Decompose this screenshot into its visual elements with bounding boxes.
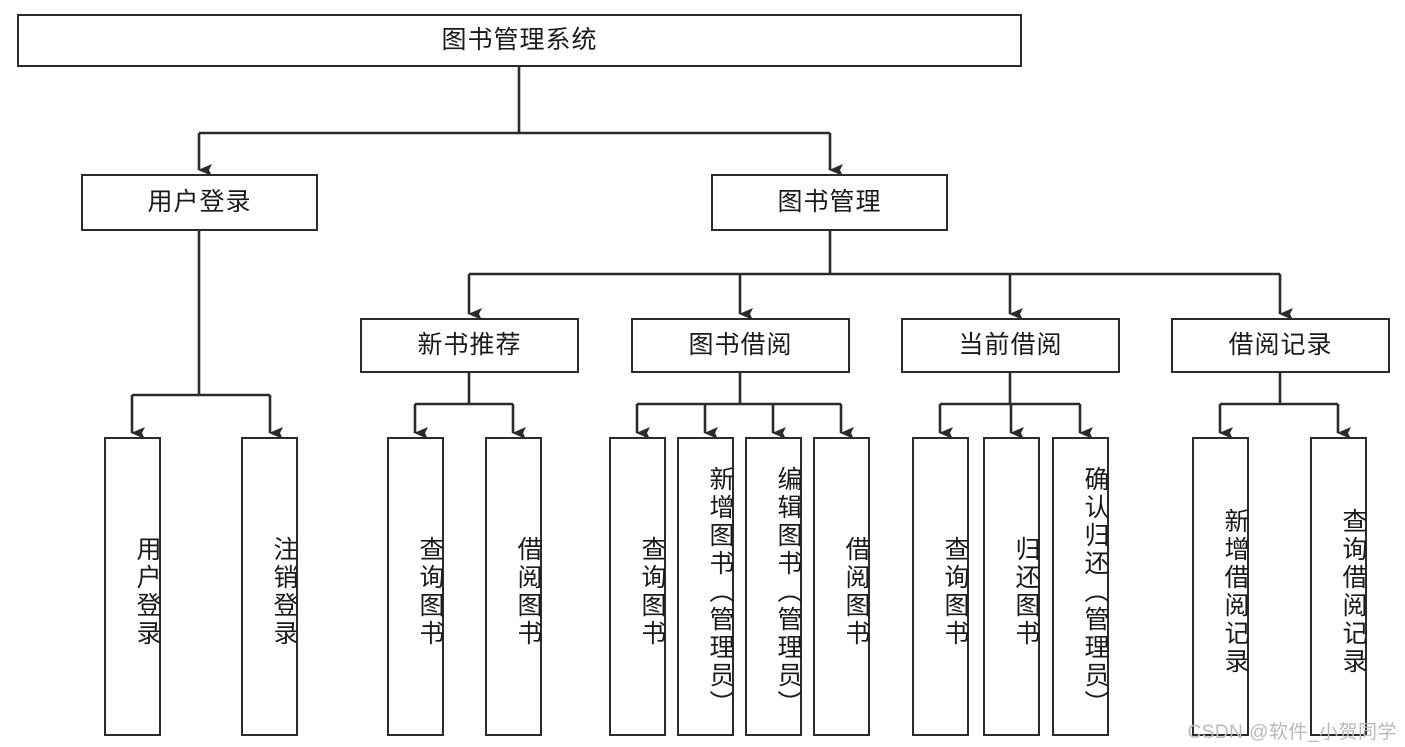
leaf-return-book[interactable]: 归还图书	[983, 437, 1040, 736]
node-borrow-record[interactable]: 借阅记录	[1171, 318, 1390, 373]
leaf-query-book-current[interactable]: 查询图书	[912, 437, 969, 736]
node-root[interactable]: 图书管理系统	[17, 14, 1022, 67]
leaf-query-book-rec-label: 查询图书	[416, 535, 444, 648]
watermark: CSDN @软件_小贺同学	[1187, 722, 1397, 743]
leaf-add-book-admin-label: 新增图书（管理员）	[706, 465, 734, 718]
leaf-user-login[interactable]: 用户登录	[104, 437, 161, 736]
node-root-label: 图书管理系统	[441, 25, 598, 54]
node-book-borrow[interactable]: 图书借阅	[631, 318, 850, 373]
node-current-borrow-label: 当前借阅	[958, 330, 1063, 359]
leaf-user-login-label: 用户登录	[133, 535, 161, 648]
leaf-query-book-current-label: 查询图书	[941, 535, 969, 648]
leaf-borrow-book-rec-label: 借阅图书	[514, 535, 542, 648]
leaf-query-borrow-record[interactable]: 查询借阅记录	[1310, 437, 1367, 736]
node-borrow-record-label: 借阅记录	[1228, 330, 1333, 359]
leaf-query-book-rec[interactable]: 查询图书	[387, 437, 444, 736]
node-user-login[interactable]: 用户登录	[81, 174, 318, 231]
node-book-borrow-label: 图书借阅	[688, 330, 793, 359]
leaf-confirm-return-admin-label: 确认归还（管理员）	[1081, 465, 1109, 718]
leaf-add-borrow-record-label: 新增借阅记录	[1221, 507, 1249, 676]
leaf-borrow-book-rec[interactable]: 借阅图书	[485, 437, 542, 736]
node-current-borrow[interactable]: 当前借阅	[901, 318, 1120, 373]
node-new-book-recommend-label: 新书推荐	[417, 330, 522, 359]
leaf-add-borrow-record[interactable]: 新增借阅记录	[1192, 437, 1249, 736]
leaf-logout[interactable]: 注销登录	[241, 437, 298, 736]
leaf-confirm-return-admin[interactable]: 确认归还（管理员）	[1052, 437, 1109, 736]
leaf-add-book-admin[interactable]: 新增图书（管理员）	[677, 437, 734, 736]
leaf-borrow-book-label: 借阅图书	[842, 535, 870, 648]
leaf-edit-book-admin[interactable]: 编辑图书（管理员）	[745, 437, 802, 736]
leaf-edit-book-admin-label: 编辑图书（管理员）	[774, 465, 802, 718]
leaf-query-book-borrow-label: 查询图书	[638, 535, 666, 648]
leaf-query-borrow-record-label: 查询借阅记录	[1339, 507, 1367, 676]
node-book-management[interactable]: 图书管理	[711, 174, 948, 231]
node-user-login-label: 用户登录	[147, 187, 252, 216]
leaf-logout-label: 注销登录	[270, 535, 298, 648]
leaf-query-book-borrow[interactable]: 查询图书	[609, 437, 666, 736]
leaf-borrow-book[interactable]: 借阅图书	[813, 437, 870, 736]
leaf-return-book-label: 归还图书	[1012, 535, 1040, 648]
node-new-book-recommend[interactable]: 新书推荐	[360, 318, 579, 373]
node-book-management-label: 图书管理	[777, 187, 882, 216]
